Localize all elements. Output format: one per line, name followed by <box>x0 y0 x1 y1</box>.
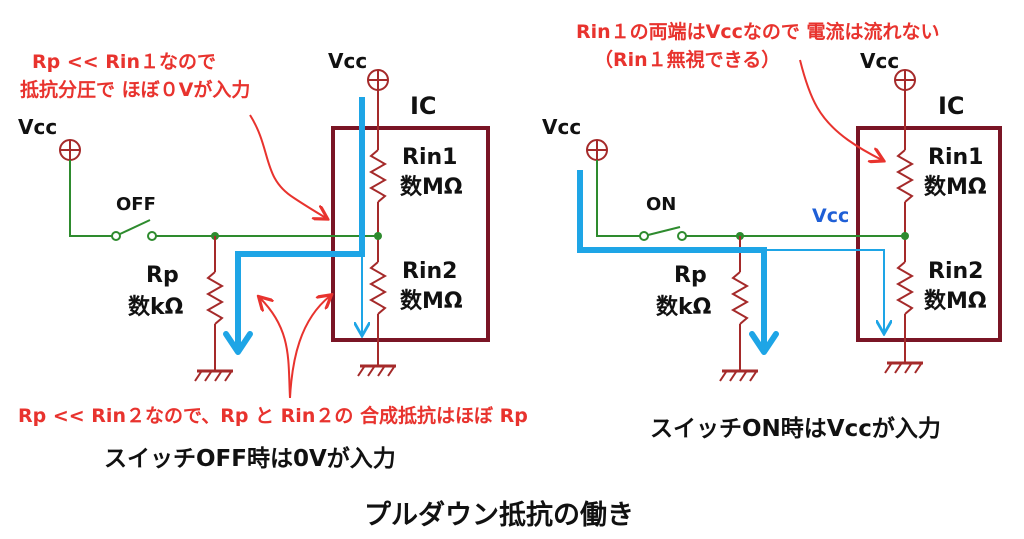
right-note-top-line2: （Rin１無視できる） <box>594 48 780 71</box>
right-ic-node-dot <box>901 232 909 240</box>
right-rin1-value: 数MΩ <box>924 174 987 200</box>
left-ic-node-dot <box>374 232 382 240</box>
right-switch-state-label: ON <box>646 194 676 215</box>
left-rin1-label: Rin1 <box>402 145 457 170</box>
right-rin2-current-arrow <box>764 249 884 332</box>
right-ic-label: IC <box>938 92 965 120</box>
left-ic-box <box>331 126 490 342</box>
right-rin1-label: Rin1 <box>928 145 983 170</box>
right-note-arrow <box>799 59 882 160</box>
right-rp-value: 数kΩ <box>656 294 712 320</box>
right-rin2-value: 数MΩ <box>924 288 987 314</box>
left-ic-label: IC <box>410 92 437 120</box>
right-caption: スイッチON時はVccが入力 <box>650 415 941 442</box>
right-vcc-switch-symbol <box>586 139 608 161</box>
left-note-top-line1: Rp << Rin１なので <box>32 51 216 73</box>
left-current-path-arrow <box>235 97 365 350</box>
left-rin2-value: 数MΩ <box>400 288 463 314</box>
right-current-arrowhead <box>749 331 779 355</box>
diagram-title: プルダウン抵抗の働き <box>364 499 634 531</box>
left-rin1-resistor <box>368 149 388 203</box>
left-rin1-value: 数MΩ <box>400 174 463 200</box>
right-ic-box <box>856 126 1002 342</box>
right-note-top-line1: Rin１の両端はVccなので 電流は流れない <box>576 20 940 43</box>
left-rin2-label: Rin2 <box>402 259 457 284</box>
right-vcc-switch-label: Vcc <box>542 115 581 139</box>
right-rin2-resistor <box>895 261 915 315</box>
left-rp-ground-symbol <box>194 369 233 382</box>
right-rp-ground-symbol <box>719 369 758 382</box>
left-rp-label: Rp <box>146 263 179 288</box>
left-vcc-switch-symbol <box>59 139 81 161</box>
right-wire-switch <box>596 160 640 237</box>
left-note-bottom: Rp << Rin２なので、Rp と Rin２の 合成抵抗はほぼ Rp <box>18 404 528 427</box>
right-node-vcc-label: Vcc <box>812 205 849 227</box>
left-note-bottom-arrow-left <box>260 298 291 399</box>
left-circuit: Vcc IC Rin1 数MΩ Rin2 数MΩ Vcc OFF Rp 数kΩ … <box>18 49 528 472</box>
right-rp-resistor <box>730 271 750 325</box>
left-note-bottom-arrow-right <box>289 296 330 399</box>
right-rin2-label: Rin2 <box>928 259 983 284</box>
right-rin1-resistor <box>895 149 915 203</box>
left-caption: スイッチOFF時は0Vが入力 <box>104 445 396 472</box>
right-ic-ground-symbol <box>884 361 923 374</box>
right-switch-on <box>639 226 687 241</box>
right-current-path-arrow <box>577 170 767 350</box>
left-note-top-arrow <box>249 114 326 218</box>
left-note-top-line2: 抵抗分圧で ほぼ０Vが入力 <box>20 78 250 101</box>
left-rp-value: 数kΩ <box>128 294 184 320</box>
left-ic-ground-symbol <box>357 364 396 377</box>
left-rin2-resistor <box>368 261 388 315</box>
left-switch-off <box>111 219 157 241</box>
right-vcc-ic-label: Vcc <box>860 49 899 73</box>
left-wire-switch <box>69 160 112 237</box>
left-vcc-switch-label: Vcc <box>18 115 57 139</box>
right-circuit: Vcc IC Rin1 数MΩ Rin2 数MΩ Vcc ON Vcc Rp 数… <box>542 20 1002 442</box>
left-vcc-ic-symbol <box>367 69 389 150</box>
left-switch-state-label: OFF <box>116 194 156 215</box>
right-vcc-ic-symbol <box>894 69 916 150</box>
left-rp-resistor <box>205 271 225 325</box>
right-rp-label: Rp <box>674 263 707 288</box>
left-current-arrowhead <box>223 331 253 355</box>
left-vcc-ic-label: Vcc <box>328 49 367 73</box>
